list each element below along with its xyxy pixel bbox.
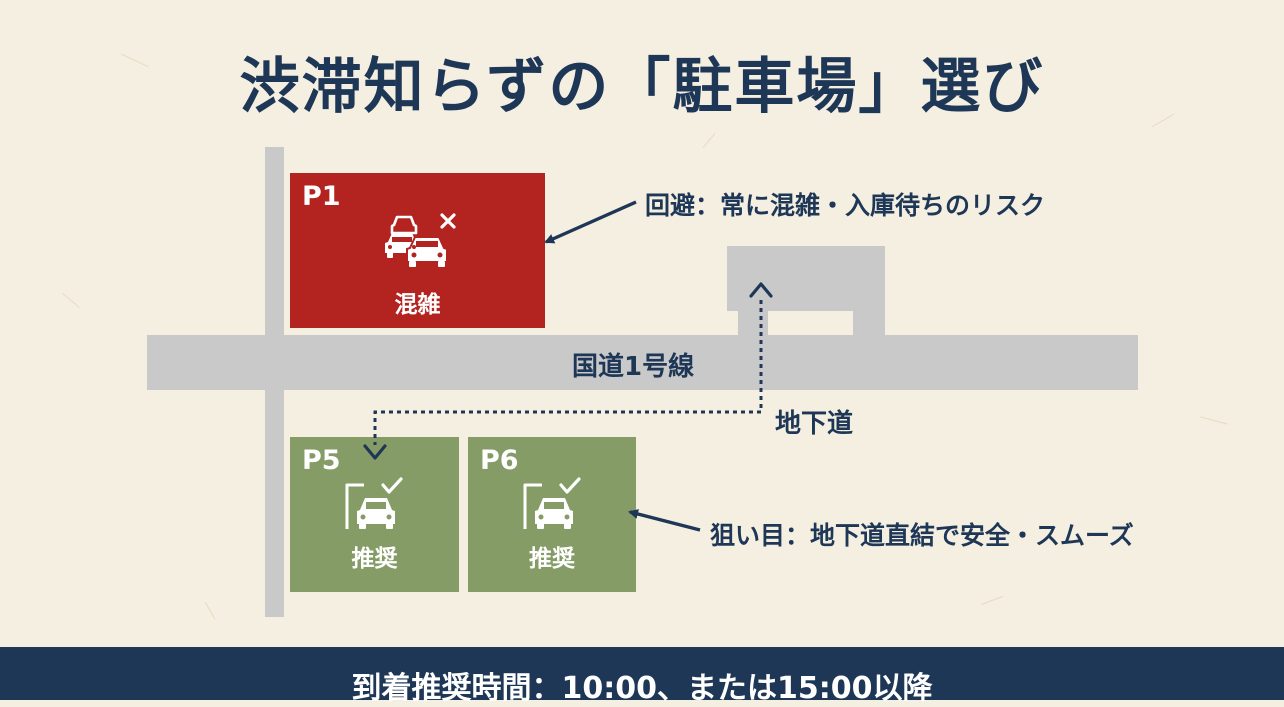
arrival-time-text: 到着推奨時間：10:00、または15:00以降 xyxy=(351,671,933,706)
page-title: 渋滞知らずの「駐車場」選び xyxy=(239,52,1045,122)
footer-banner: 到着推奨時間：10:00、または15:00以降 xyxy=(0,647,1284,706)
parking-lot-p5: P5 推奨 xyxy=(290,437,459,592)
lot-status: 推奨 xyxy=(529,546,575,572)
main-road-label: 国道1号線 xyxy=(572,352,695,382)
lot-id: P1 xyxy=(302,181,341,212)
target-arrow xyxy=(628,509,701,532)
underpass-connector-left xyxy=(738,308,768,338)
parking-lot-p1: P1 混雑 xyxy=(290,173,545,328)
lot-id: P6 xyxy=(480,445,519,476)
underpass-connector-right xyxy=(853,308,885,338)
lot-status: 推奨 xyxy=(351,546,398,572)
lot-status: 混雑 xyxy=(394,292,441,318)
target-callout: 狙い目：地下道直結で安全・スムーズ xyxy=(710,521,1134,550)
parking-lot-p6: P6 推奨 xyxy=(468,437,636,592)
congested-cars-icon xyxy=(385,213,456,267)
avoid-arrow xyxy=(544,200,637,244)
underpass-label: 地下道 xyxy=(775,409,854,439)
avoid-callout: 回避：常に混雑・入庫待ちのリスク xyxy=(645,191,1046,220)
car-checkmark-icon xyxy=(345,477,403,529)
main-road xyxy=(147,335,1138,390)
destination-building xyxy=(727,246,885,311)
lot-id: P5 xyxy=(302,445,341,476)
underpass-path xyxy=(363,282,773,460)
car-checkmark-icon xyxy=(523,477,581,529)
